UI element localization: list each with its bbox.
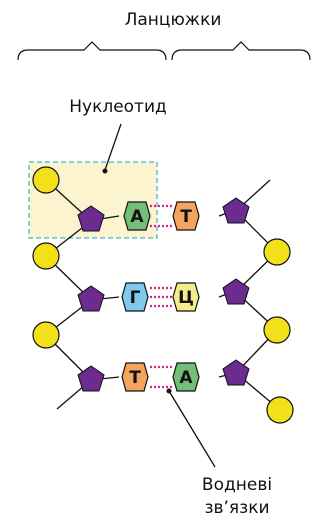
hbonds-pointer — [168, 390, 216, 468]
sugar-left-3 — [77, 365, 105, 392]
base-left-3: Т — [121, 362, 149, 392]
base-left-2-letter: Г — [130, 288, 141, 308]
base-left-1-letter: А — [130, 207, 144, 227]
base-right-1-letter: Т — [180, 207, 192, 227]
phosphate-right-2 — [263, 316, 291, 344]
sugar-left-2 — [77, 285, 105, 312]
sugar-groups — [77, 197, 250, 392]
phosphate-left-1 — [32, 166, 60, 194]
phosphate-groups — [32, 166, 294, 424]
base-left-3-letter: Т — [129, 368, 141, 388]
hbonds-label-line2: зв’язки — [204, 498, 269, 518]
base-right-1: Т — [172, 201, 200, 231]
chains-label: Ланцюжки — [125, 10, 222, 30]
sugar-right-3 — [222, 359, 250, 386]
base-right-2: Ц — [172, 282, 200, 312]
sugar-right-2 — [222, 278, 250, 305]
base-pair-3: Т А — [121, 362, 200, 392]
base-left-1: А — [123, 201, 151, 231]
phosphate-left-3 — [32, 321, 60, 349]
hbonds-pointer-dot — [166, 388, 172, 394]
phosphate-left-2 — [32, 242, 60, 270]
base-right-2-letter: Ц — [178, 288, 194, 308]
sugar-right-1 — [222, 197, 250, 224]
right-chain-brace — [171, 41, 311, 61]
nucleotide-label: Нуклеотид — [69, 97, 167, 117]
nucleotide-pointer-dot — [102, 168, 108, 174]
left-chain-brace — [17, 41, 167, 61]
hbonds-label-line1: Водневі — [202, 475, 272, 495]
phosphate-right-3 — [266, 396, 294, 424]
base-right-3: А — [172, 362, 200, 392]
nucleotide-pointer — [104, 123, 122, 171]
sugar-left-1 — [77, 205, 105, 232]
base-left-2: Г — [121, 282, 149, 312]
base-pair-1: А Т — [123, 201, 200, 231]
base-right-3-letter: А — [179, 368, 193, 388]
base-pair-2: Г Ц — [121, 282, 200, 312]
phosphate-right-1 — [263, 238, 291, 266]
